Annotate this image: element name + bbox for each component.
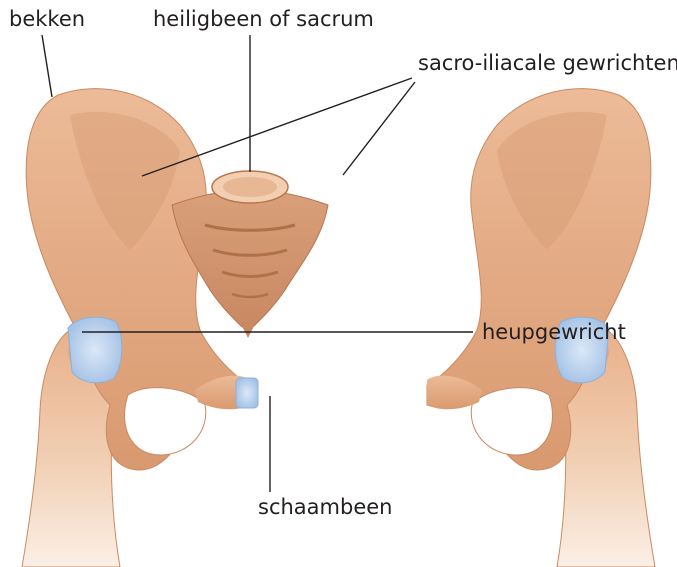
label-pelvis: bekken [9, 7, 85, 31]
leader-sacroiliac-left [142, 78, 412, 176]
label-sacrum: heiligbeen of sacrum [153, 7, 374, 31]
label-sacroiliac-joints: sacro-iliacale gewrichten [418, 51, 677, 75]
left-hip-joint-cartilage [68, 317, 122, 383]
label-pubic-bone: schaambeen [258, 495, 392, 519]
label-hip-joint: heupgewricht [482, 320, 626, 344]
leader-sacroiliac-right [343, 82, 415, 175]
pubic-symphysis [236, 378, 258, 408]
leader-pelvis [42, 35, 52, 97]
